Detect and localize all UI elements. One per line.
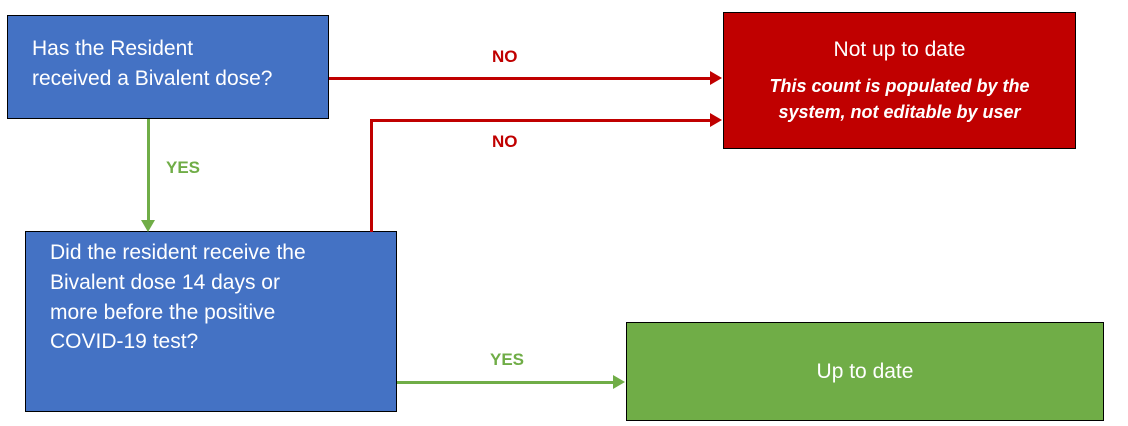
edge-q2-no-horizontal-line [370, 119, 711, 122]
edge-q1-no-arrowhead [710, 71, 722, 85]
edge-q2-yes-line [397, 381, 614, 384]
decision-node-q2-line-3: more before the positive [50, 300, 276, 324]
edge-q2-yes-arrowhead [613, 375, 625, 389]
decision-node-has-bivalent-dose[interactable]: Has the Resident received a Bivalent dos… [7, 15, 329, 119]
edge-label-q1-yes: YES [166, 158, 201, 177]
edge-q1-yes-line [147, 119, 150, 223]
decision-node-dose-14-days-before-test[interactable]: Did the resident receive the Bivalent do… [25, 231, 397, 412]
decision-node-q2-line-2: Bivalent dose 14 days or [50, 270, 280, 294]
edge-q2-no-arrowhead [710, 113, 722, 127]
decision-node-q2-line-4: COVID-19 test? [50, 330, 199, 354]
edge-q2-no-vertical-line [370, 119, 373, 232]
edge-q1-yes-arrowhead [141, 220, 155, 232]
edge-label-q2-no: NO [492, 132, 518, 151]
outcome-node-up-to-date[interactable]: Up to date [626, 322, 1104, 421]
outcome-not-up-to-date-note: This count is populated by the system, n… [769, 76, 1030, 123]
decision-node-q1-line-1: Has the Resident [32, 37, 194, 60]
edge-q1-no-line [329, 77, 711, 80]
outcome-up-to-date-title: Up to date [816, 359, 914, 383]
edge-label-q1-no: NO [492, 47, 518, 66]
outcome-not-up-to-date-title: Not up to date [833, 37, 966, 61]
edge-label-q2-yes: YES [490, 350, 525, 369]
outcome-node-not-up-to-date[interactable]: Not up to date This count is populated b… [723, 12, 1076, 149]
decision-node-q1-line-2: received a Bivalent dose? [32, 66, 273, 90]
decision-node-q2-line-1: Did the resident receive the [50, 241, 306, 264]
